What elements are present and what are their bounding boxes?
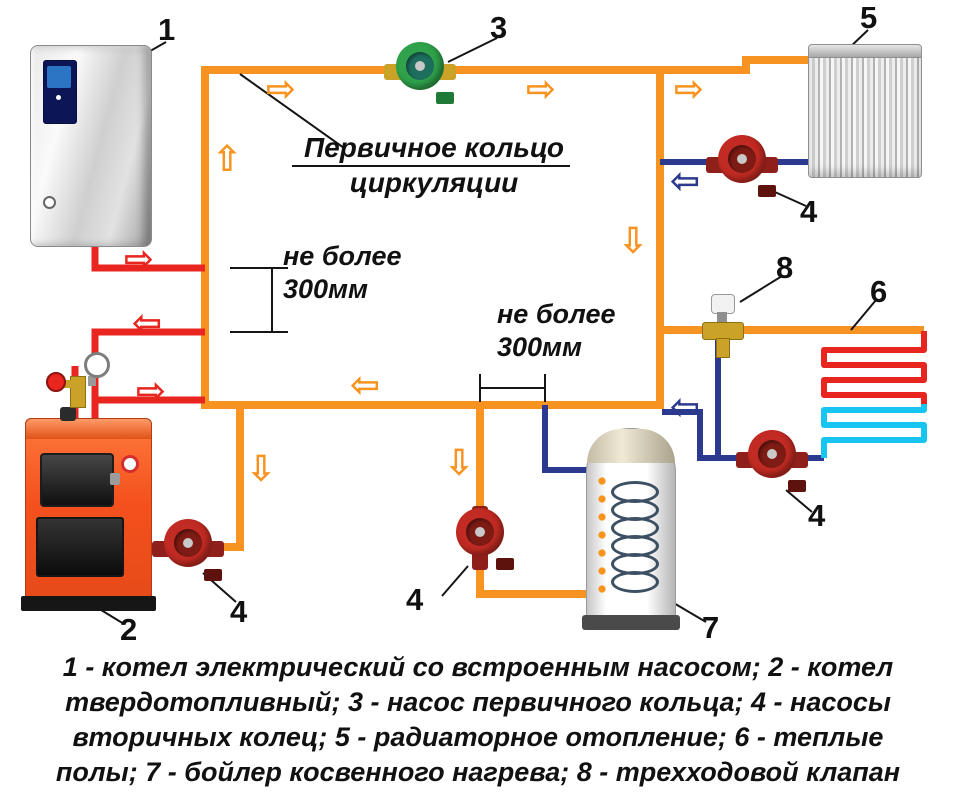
flow-arrow-right-icon: ⇨ [674, 69, 705, 110]
primary-ring-pump [384, 40, 456, 104]
electric-boiler [30, 45, 152, 247]
lower-ash-door [36, 517, 124, 577]
primary-ring-title-line2: циркуляции [349, 167, 519, 198]
floor-circuit-pump [736, 428, 808, 492]
leader-3 [447, 37, 498, 63]
callout-primary-pump: 3 [490, 10, 508, 45]
safety-riser-fitting [70, 376, 86, 408]
boiler-return-pipe [91, 328, 205, 420]
valve-actuator [711, 294, 735, 314]
solid-boiler-circuit-pump [152, 517, 224, 581]
boiler-indicator-led [43, 196, 56, 209]
tank-sensor-dots [597, 475, 607, 601]
callout-warm-floor: 6 [870, 274, 888, 309]
primary-ring-title-line1: Первичное кольцо [304, 132, 564, 163]
pump-terminal-box [204, 569, 222, 581]
chimney-stub [60, 407, 76, 421]
pump-screw [767, 449, 777, 459]
callout-solid-fuel-boiler: 2 [120, 612, 138, 647]
flow-arrow-left-icon: ⇦ [670, 387, 701, 428]
tank-return-pipe [542, 405, 588, 473]
pump-screw [737, 154, 747, 164]
flow-arrow-right-icon: ⇨ [266, 69, 297, 110]
solid-fuel-boiler [21, 407, 156, 611]
flow-arrow-left-icon: ⇦ [132, 303, 163, 344]
max-distance-note-1: не более 300мм [283, 240, 402, 306]
callout-boiler2-pump: 4 [230, 594, 248, 629]
pump-terminal-box [788, 480, 806, 492]
door-handle [110, 473, 120, 485]
leader-8 [739, 275, 783, 303]
flow-arrow-down-icon: ⇩ [246, 449, 277, 490]
pressure-gauge [84, 352, 110, 378]
flow-arrow-up-icon: ⇧ [212, 139, 243, 180]
flow-arrow-right-icon: ⇨ [136, 371, 167, 412]
leader-6 [850, 299, 877, 331]
safety-valve-handwheel [46, 372, 66, 392]
max-distance-2-line2: 300мм [497, 331, 582, 362]
callout-three-way-valve: 8 [776, 250, 794, 285]
callout-radiator-pump: 4 [800, 194, 818, 229]
flow-arrow-left-icon: ⇦ [670, 161, 701, 202]
safety-group [46, 350, 112, 408]
leader-4d [441, 565, 469, 597]
leader-4b [785, 489, 813, 513]
boiler-display-screen [43, 60, 77, 124]
screen-dot [56, 95, 61, 100]
radiator [808, 44, 922, 178]
pump-screw [475, 527, 485, 537]
pump-terminal-box [436, 92, 454, 104]
indirect-water-heater-tank [582, 428, 680, 630]
pump-screw [183, 538, 193, 548]
tank-top-cap [587, 429, 675, 463]
tank-base [582, 615, 680, 630]
pump-terminal-box [758, 185, 776, 197]
flow-arrow-left-icon: ⇦ [350, 365, 381, 406]
upper-fire-door [40, 453, 120, 507]
max-distance-2-line1: не более [497, 299, 616, 329]
tank-circuit-pump [444, 506, 516, 570]
tank-supply-pipe [476, 405, 590, 598]
max-distance-1-line1: не более [283, 241, 402, 271]
radiator-circuit-pump [706, 133, 778, 197]
pump-terminal-box [496, 558, 514, 570]
electric-boiler-supply-pipe [91, 246, 205, 272]
max-distance-note-2: не более 300мм [497, 298, 616, 364]
callout-floor-pump: 4 [808, 498, 826, 533]
primary-ring-title: Первичное кольцо циркуляции [288, 130, 580, 200]
flow-arrow-down-icon: ⇩ [444, 443, 475, 484]
callout-tank: 7 [702, 610, 720, 645]
radiator-supply-pipe [660, 56, 810, 74]
gauge-stem [88, 376, 96, 386]
flow-arrow-down-icon: ⇩ [618, 221, 649, 262]
ring-title-leader [239, 73, 345, 149]
pump-screw [415, 61, 425, 71]
boiler-top-cap [26, 419, 151, 439]
callout-electric-boiler: 1 [158, 12, 176, 47]
legend-text: 1 - котел электрический со встроенным на… [55, 652, 901, 788]
tank-heat-exchanger-coil [611, 481, 659, 593]
radiator-header [809, 45, 921, 58]
warm-floor-coil-hot [821, 331, 927, 404]
boiler-logo-badge [121, 455, 139, 473]
max-distance-1-line2: 300мм [283, 273, 368, 304]
screen-glow [47, 66, 71, 88]
warm-floor-coil-cold [821, 404, 927, 458]
callout-tank-pump: 4 [406, 582, 424, 617]
callout-radiator: 5 [860, 0, 878, 35]
coil-ring [611, 571, 659, 593]
boiler-base [21, 596, 156, 611]
valve-stem [717, 312, 727, 322]
leader-7 [671, 601, 707, 623]
valve-bottom-port [716, 338, 730, 358]
flow-arrow-right-icon: ⇨ [526, 69, 557, 110]
three-way-valve [698, 294, 746, 358]
flow-arrow-right-icon: ⇨ [124, 239, 155, 280]
